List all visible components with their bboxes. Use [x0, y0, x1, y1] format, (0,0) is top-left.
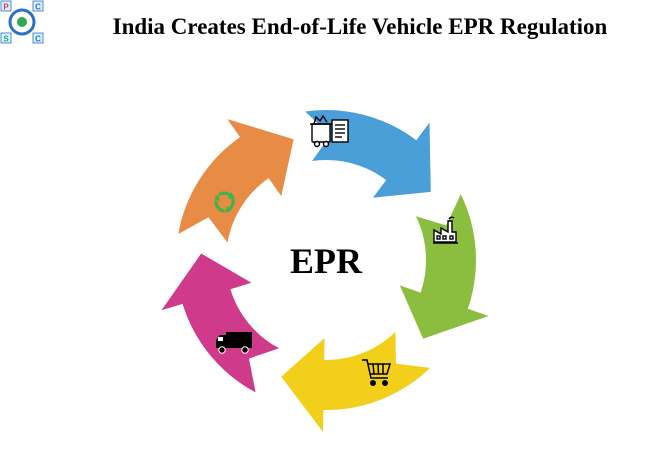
logo-ring: [8, 8, 36, 36]
recycle-icon: [214, 191, 235, 213]
center-label: EPR: [290, 241, 363, 281]
factory-icon: [433, 216, 458, 244]
cycle-arrow-segment: [281, 331, 431, 432]
pcsc-logo: P C S C: [0, 0, 44, 44]
logo-letter: S: [3, 35, 9, 44]
cycle-arrow-segment: [161, 253, 280, 393]
logo-core: [17, 17, 27, 27]
cycle-arrow-segment: [399, 194, 489, 339]
waste-bin-document-icon: [310, 114, 349, 148]
logo-letter: P: [3, 3, 9, 12]
shopping-cart-icon: [362, 359, 392, 386]
cycle-arrow-segment: [178, 119, 294, 243]
logo-letter: C: [35, 3, 41, 12]
epr-cycle-diagram: EPR: [161, 110, 489, 432]
page-title: India Creates End-of-Life Vehicle EPR Re…: [112, 14, 608, 39]
delivery-truck-icon: [216, 332, 252, 354]
logo-letter: C: [35, 35, 41, 44]
cycle-arrow-segment: [305, 110, 431, 198]
